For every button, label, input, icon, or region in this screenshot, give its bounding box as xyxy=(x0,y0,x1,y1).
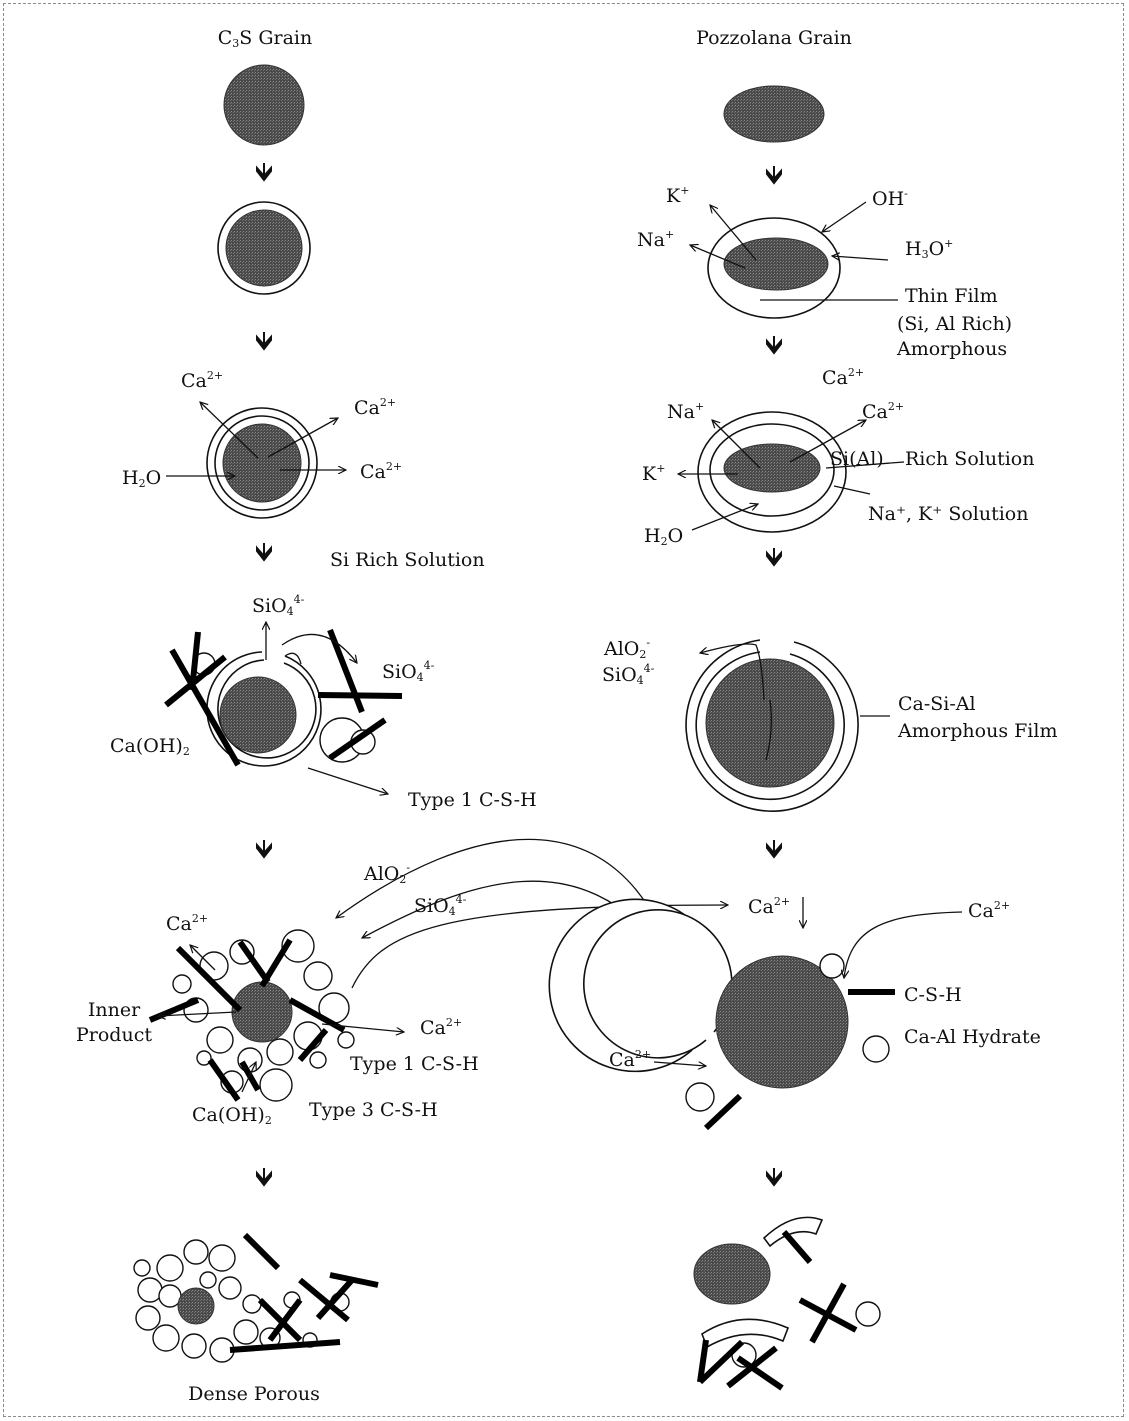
ion-alo2: AlO2- xyxy=(363,861,410,886)
dense-porous-structure xyxy=(134,1235,378,1362)
ion-oh: OH- xyxy=(872,187,908,210)
thin-film-label-1: Thin Film xyxy=(905,285,998,307)
ion-h2o: H2O xyxy=(644,525,683,548)
nak-solution-label: Na⁺, K⁺ Solution xyxy=(868,503,1028,525)
ion-ca: Ca2+ xyxy=(822,366,864,389)
pozzolana-grain xyxy=(724,444,820,492)
caoh2-label-2: Ca(OH)2 xyxy=(192,1104,272,1127)
ion-ca: Ca2+ xyxy=(748,895,790,918)
step-arrow-down xyxy=(257,332,271,349)
ion-h3o: H3O+ xyxy=(905,237,953,261)
ion-ca: Ca2+ xyxy=(354,396,396,419)
step-arrow-down xyxy=(257,840,271,857)
hydrate-bubble xyxy=(820,954,844,978)
step-arrow-down xyxy=(767,1168,781,1185)
film-label-1: Ca-Si-Al xyxy=(898,693,976,715)
c3s-grain xyxy=(226,210,302,286)
type1-csh-label-2: Type 1 C-S-H xyxy=(350,1053,479,1075)
ion-ca: Ca2+ xyxy=(862,400,904,423)
ion-ca: Ca2+ xyxy=(181,369,223,392)
film-label-2: Amorphous Film xyxy=(897,720,1057,742)
ion-sio4: SiO44- xyxy=(252,593,305,618)
thin-film-label-2: (Si, Al Rich) xyxy=(897,313,1012,335)
si-al-rich-label-1: Si(Al) xyxy=(830,448,884,470)
ion-sio4: SiO44- xyxy=(414,893,467,918)
si-rich-solution-label: Si Rich Solution xyxy=(330,549,485,571)
step-arrow-down xyxy=(257,1168,271,1185)
ion-h2o: H2O xyxy=(122,467,161,490)
type3-csh-label: Type 3 C-S-H xyxy=(309,1099,438,1121)
csh-label: C-S-H xyxy=(904,984,962,1006)
inner-product-label-1: Inner xyxy=(88,999,141,1021)
ion-ca: Ca2+ xyxy=(166,912,208,935)
ion-sio4: SiO44- xyxy=(602,662,655,687)
c3s-product-cluster xyxy=(150,930,354,1101)
step-arrow-down xyxy=(257,543,271,560)
ion-na: Na+ xyxy=(637,228,674,251)
caoh2-label: Ca(OH)2 xyxy=(110,735,190,758)
arrow-oh-in xyxy=(822,202,866,232)
pozzolana-grain xyxy=(724,238,828,290)
pozzolana-grain xyxy=(724,86,824,142)
c3s-title: C3S Grain xyxy=(218,27,313,50)
type1-csh-label: Type 1 C-S-H xyxy=(408,789,537,811)
ion-na: Na+ xyxy=(667,400,704,423)
arrow-sio4-out xyxy=(282,634,357,663)
dense-porous-label: Dense Porous xyxy=(188,1383,320,1405)
thin-film-label-3: Amorphous xyxy=(896,338,1007,360)
pozzolana-title: Pozzolana Grain xyxy=(696,27,852,49)
csh-fiber xyxy=(318,695,402,696)
step-arrow-down xyxy=(767,840,781,857)
pozzolana-grain xyxy=(706,659,834,787)
step-arrow-down xyxy=(257,163,271,180)
arrow-h3o-in xyxy=(832,256,888,260)
step-arrow-down xyxy=(767,336,781,353)
ion-alo2: AlO2- xyxy=(603,636,650,661)
ion-k: K+ xyxy=(642,462,665,485)
hydrate-bubble xyxy=(863,1036,889,1062)
ion-sio4: SiO44- xyxy=(382,659,435,684)
ion-ca: Ca2+ xyxy=(360,460,402,483)
c3s-grain xyxy=(224,65,304,145)
step-arrow-down xyxy=(767,548,781,565)
inner-product-label-2: Product xyxy=(76,1024,152,1046)
ca-al-hydrate-label: Ca-Al Hydrate xyxy=(904,1026,1041,1048)
arrow-type1-csh xyxy=(308,768,388,794)
ion-k: K+ xyxy=(666,184,689,207)
step-arrow-down xyxy=(767,166,781,183)
arrow-ca-in xyxy=(844,912,962,978)
ion-ca: Ca2+ xyxy=(420,1016,462,1039)
si-al-rich-label-2: Rich Solution xyxy=(905,448,1034,470)
pozzolana-final-products xyxy=(694,1217,880,1388)
c3s-grain xyxy=(220,677,296,753)
ion-ca: Ca2+ xyxy=(968,899,1010,922)
csh-shell-inner xyxy=(584,910,732,1058)
hydrate-bubble xyxy=(686,1083,714,1111)
